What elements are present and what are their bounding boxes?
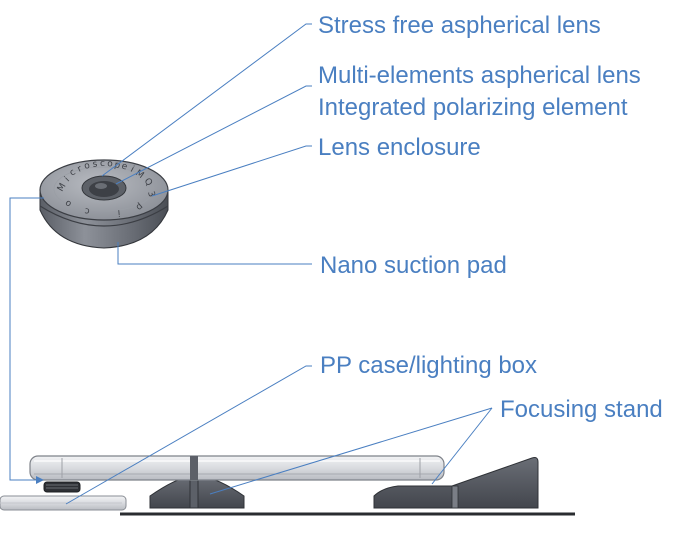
label-pp-case: PP case/lighting box: [320, 352, 538, 379]
leader-lens-to-case: [9, 197, 44, 481]
svg-text:p: p: [133, 201, 144, 213]
svg-text:s: s: [92, 159, 98, 170]
label-focusing-stand: Focusing stand: [500, 396, 663, 423]
leader-pp-case: [65, 365, 312, 505]
svg-text:3: 3: [145, 190, 156, 198]
svg-text:i: i: [63, 175, 72, 184]
svg-text:Q: Q: [142, 177, 154, 189]
right-focusing-stand: [373, 457, 539, 509]
label-stress-free-lens: Stress free aspherical lens: [318, 12, 601, 39]
svg-text:o: o: [63, 197, 74, 209]
leader-focusing-left: [209, 407, 493, 495]
svg-text:i: i: [129, 165, 136, 175]
leader-stress-free: [101, 23, 312, 177]
svg-text:c: c: [84, 205, 91, 216]
leader-nano-suction: [117, 242, 312, 265]
multi-element-aspherical-lens: [89, 181, 119, 197]
leader-focusing-right: [431, 407, 493, 485]
svg-text:c: c: [100, 159, 105, 169]
svg-text:e: e: [120, 161, 129, 172]
svg-text:i: i: [117, 207, 120, 217]
bottom-assembly: [0, 455, 575, 516]
leader-lines: [9, 23, 493, 505]
svg-text:o: o: [107, 159, 114, 170]
pp-case-lighting-box: [29, 455, 445, 481]
svg-text:c: c: [68, 167, 78, 178]
leader-multi-elements: [115, 85, 312, 185]
svg-text:p: p: [113, 160, 121, 171]
lens-module: M i c r o s c o p e i M Q 3 p i c o: [39, 159, 169, 249]
svg-text:o: o: [83, 161, 91, 172]
label-lens-enclosure: Lens enclosure: [318, 134, 481, 161]
label-polarizing-element: Integrated polarizing element: [318, 94, 628, 121]
mounted-lens-module: [43, 481, 81, 493]
svg-text:M: M: [56, 182, 69, 194]
label-nano-suction-pad: Nano suction pad: [320, 252, 507, 279]
svg-text:r: r: [76, 164, 84, 175]
label-multi-elements-lens: Multi-elements aspherical lens: [318, 62, 641, 89]
leader-lens-enclosure: [151, 145, 312, 197]
lens-engraving: M i c r o s c o p e i M Q 3 p i c o: [56, 159, 156, 217]
